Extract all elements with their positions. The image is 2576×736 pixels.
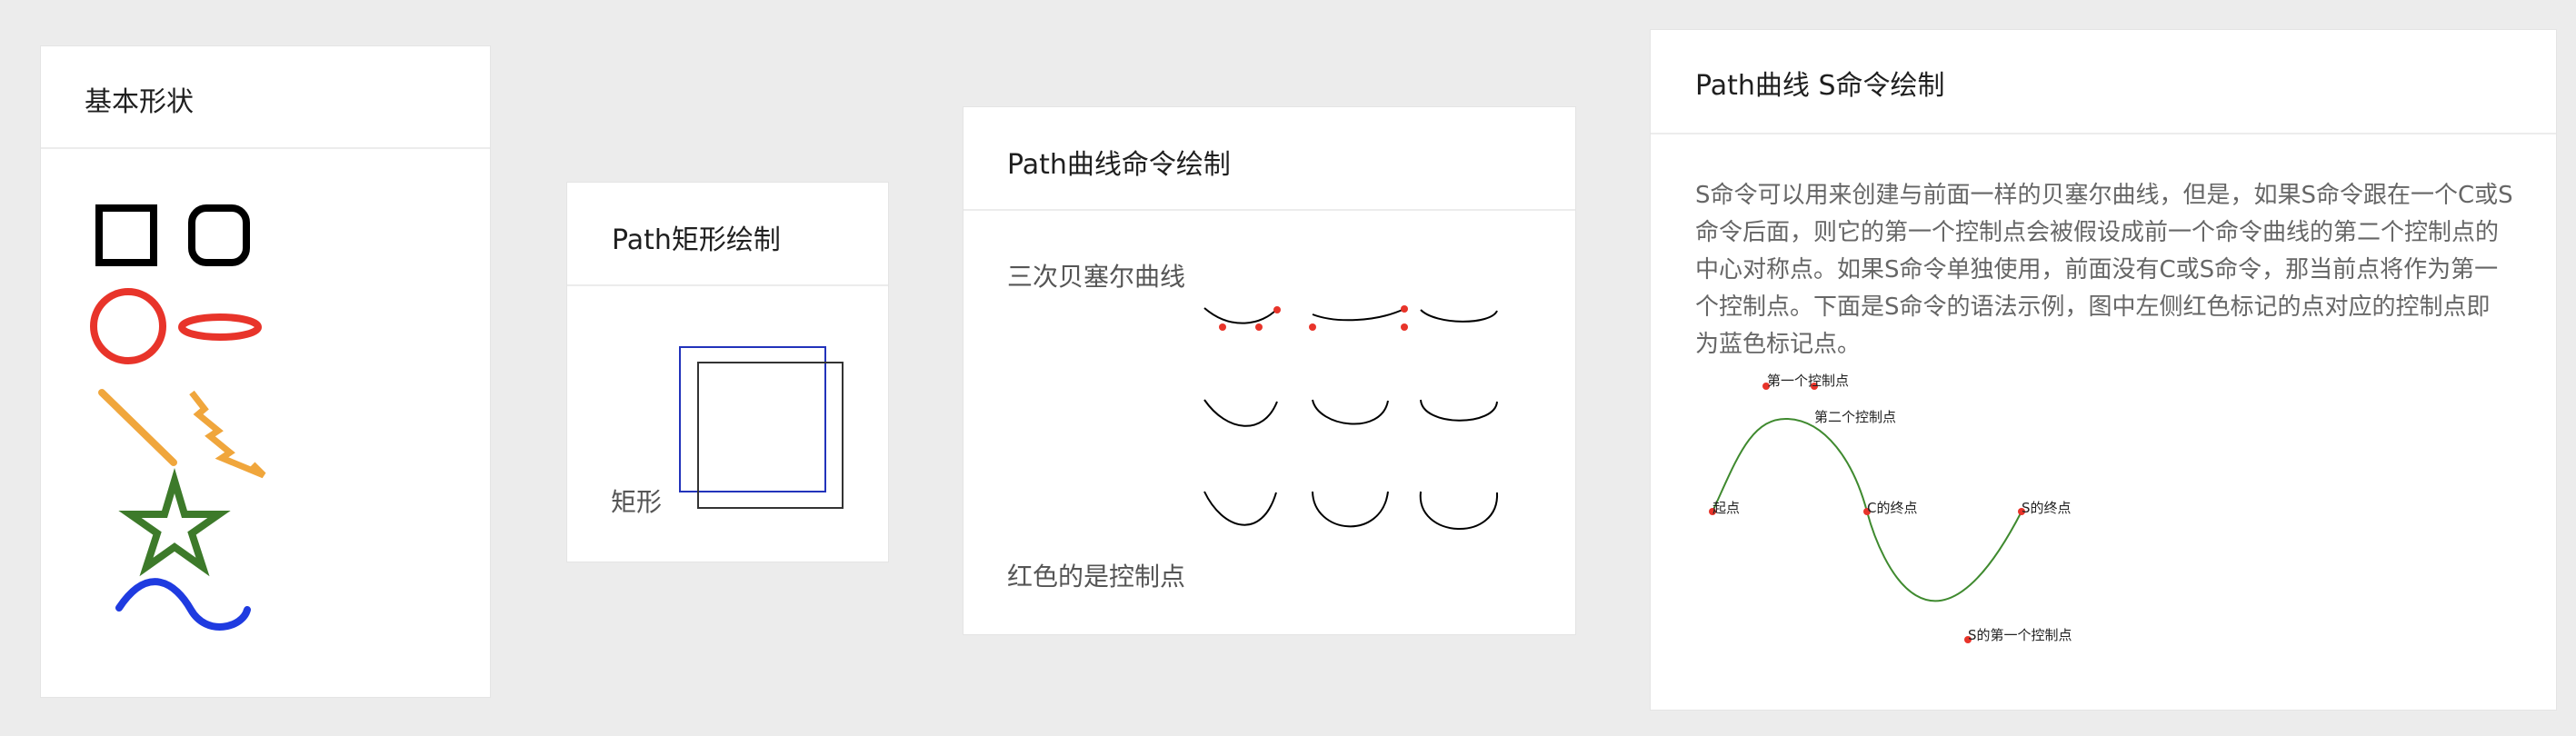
bezier-curve-5 xyxy=(1312,399,1389,425)
bezier-label: 三次贝塞尔曲线 xyxy=(1007,262,1186,292)
basic-shapes-card: 基本形状 xyxy=(40,45,491,698)
wave-path-shape xyxy=(115,578,251,631)
ellipse-shape xyxy=(178,313,262,341)
s-command-card: Path曲线 S命令绘制 S命令可以用来创建与前面一样的贝塞尔曲线，但是，如果S… xyxy=(1650,29,2557,711)
bezier-curve-4 xyxy=(1203,399,1278,427)
bezier-curve-7 xyxy=(1203,491,1277,526)
control-point-note: 红色的是控制点 xyxy=(1007,562,1186,592)
card-header: Path曲线 S命令绘制 xyxy=(1651,30,2556,134)
control-point xyxy=(1401,305,1408,313)
rect-label: 矩形 xyxy=(611,487,663,517)
control-point xyxy=(1255,323,1263,331)
circle-shape xyxy=(90,288,166,364)
s-first-control-label: S的第一个控制点 xyxy=(1968,627,2072,643)
card-header: 基本形状 xyxy=(41,46,490,149)
c-end-point xyxy=(1863,508,1871,515)
start-label: 起点 xyxy=(1712,500,1740,516)
bezier-curve-6 xyxy=(1420,399,1498,422)
basic-shapes-figure xyxy=(90,204,266,631)
s-curve xyxy=(1712,417,2022,602)
path-curve-card: Path曲线命令绘制 三次贝塞尔曲线 红色的是控制点 xyxy=(963,106,1576,635)
path-rect-card: Path矩形绘制 矩形 xyxy=(566,182,889,562)
path-rect-figure xyxy=(679,346,844,509)
start-point xyxy=(1709,508,1716,515)
square-shape xyxy=(95,204,157,266)
bezier-curves-figure xyxy=(1203,305,1499,530)
card-title: Path曲线 S命令绘制 xyxy=(1695,70,1945,102)
bezier-curve-1 xyxy=(1203,307,1278,324)
second-control-label: 第二个控制点 xyxy=(1814,409,1896,425)
control-point xyxy=(1273,306,1281,313)
card-title: Path曲线命令绘制 xyxy=(1007,149,1231,181)
control-point xyxy=(1219,323,1226,331)
s-first-control-point xyxy=(1964,636,1972,643)
bezier-curve-8 xyxy=(1312,491,1389,528)
card-header: Path矩形绘制 xyxy=(567,183,888,286)
bezier-curve-2 xyxy=(1312,308,1405,322)
control-point xyxy=(1401,323,1408,331)
first-control-point xyxy=(1762,383,1770,390)
first-control-label: 第一个控制点 xyxy=(1767,373,1849,389)
card-header: Path曲线命令绘制 xyxy=(964,107,1575,211)
control-point xyxy=(1309,323,1316,331)
card-title: 基本形状 xyxy=(85,86,194,118)
s-command-description: S命令可以用来创建与前面一样的贝塞尔曲线，但是，如果S命令跟在一个C或S命令后面… xyxy=(1695,182,2513,358)
black-rect xyxy=(697,362,844,509)
second-control-point xyxy=(1811,383,1818,390)
c-end-label: C的终点 xyxy=(1867,500,1917,516)
line-shape xyxy=(98,389,177,466)
blue-rect xyxy=(679,346,826,492)
polyline-shape xyxy=(189,390,266,479)
bezier-curve-9 xyxy=(1419,491,1499,530)
star-shape xyxy=(118,467,231,577)
card-title: Path矩形绘制 xyxy=(612,224,781,256)
s-end-point xyxy=(2018,508,2025,515)
s-command-figure: 第一个控制点 第二个控制点 起点 C的终点 S的终点 S的第一个控制点 xyxy=(1709,373,2072,643)
bezier-curve-3 xyxy=(1420,309,1498,323)
rounded-square-shape xyxy=(188,204,250,266)
s-end-label: S的终点 xyxy=(2022,500,2072,516)
